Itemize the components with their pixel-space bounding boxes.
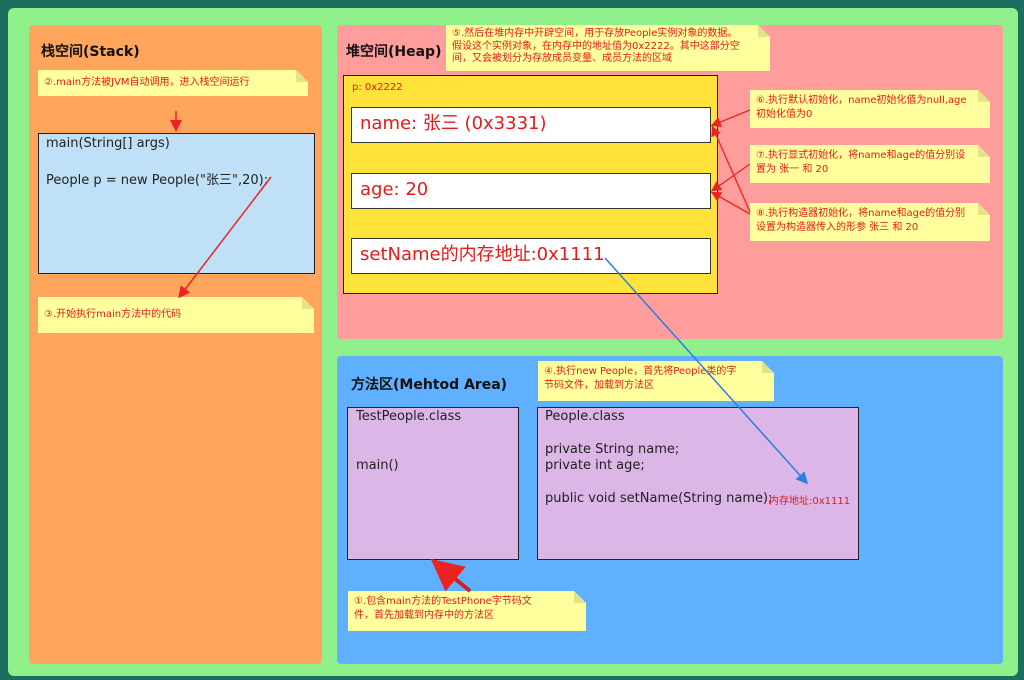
field-setname-address: setName的内存地址:0x1111	[351, 238, 711, 274]
stack-title: 栈空间(Stack)	[41, 44, 140, 60]
note-load-testphone-line-1: ①.包含main方法的TestPhone字节码文	[354, 596, 532, 607]
people-setname-method: public void setName(String name);	[545, 491, 773, 506]
arrow-constructor-to-name	[711, 125, 751, 213]
note-load-testphone-line-2: 件，首先加载到内存中的方法区	[354, 610, 494, 621]
people-method-address: 内存地址:0x1111	[769, 496, 851, 507]
note-constructor-init-line-1: ⑧.执行构造器初始化，将name和age的值分别	[756, 208, 966, 219]
note-explicit-init-line-2: 置为 张一 和 20	[756, 164, 829, 175]
note-main-called: ②.main方法被JVM自动调用，进入栈空间运行	[38, 70, 308, 96]
object-address-label: p: 0x2222	[352, 82, 403, 93]
note-constructor-init: ⑧.执行构造器初始化，将name和age的值分别 设置为构造器传入的形参 张三 …	[750, 203, 990, 241]
note-allocate-line-3: 间，又会被划分为存放成员变量、成员方法的区域	[452, 53, 672, 64]
stack-frame-header: main(String[] args)	[46, 136, 170, 151]
arrow-load-testpeople	[430, 558, 472, 593]
testpeople-main-method: main()	[356, 458, 399, 473]
field-name: name: 张三 (0x3331)	[351, 107, 711, 143]
note-new-people-line-2: 节码文件，加载到方法区	[544, 380, 654, 391]
arrow-code-to-start-exec	[178, 176, 272, 299]
note-start-exec: ③.开始执行main方法中的代码	[38, 297, 314, 333]
testpeople-class-box	[347, 407, 519, 560]
note-new-people-line-1: ④.执行new People，首先将People类的字	[544, 366, 737, 377]
note-explicit-init-line-1: ⑦.执行显式初始化，将name和age的值分别设	[756, 150, 966, 161]
method-area-title: 方法区(Mehtod Area)	[351, 377, 508, 393]
note-explicit-init: ⑦.执行显式初始化，将name和age的值分别设 置为 张一 和 20	[750, 145, 990, 183]
people-field-age: private int age;	[545, 458, 645, 473]
note-constructor-init-line-2: 设置为构造器传入的形参 张三 和 20	[756, 222, 919, 233]
note-allocate-line-2: 假设这个实例对象，在内存中的地址值为0x2222。其中这部分空	[452, 40, 740, 52]
note-new-people: ④.执行new People，首先将People类的字 节码文件，加载到方法区	[538, 361, 774, 401]
heap-title: 堆空间(Heap)	[346, 44, 442, 60]
arrow-explicit-to-age	[710, 163, 751, 192]
note-default-init-line-1: ⑥.执行默认初始化，name初始化值为null,age	[756, 95, 967, 106]
arrow-setname-to-method	[604, 257, 809, 485]
arrow-constructor-to-age	[710, 191, 751, 215]
note-default-init-line-2: 初始化值为0	[756, 109, 813, 120]
note-load-testphone: ①.包含main方法的TestPhone字节码文 件，首先加载到内存中的方法区	[348, 591, 586, 631]
people-class-name: People.class	[545, 409, 625, 424]
note-allocate-line-1: ⑤.然后在堆内存中开辟空间，用于存放People实例对象的数据。	[452, 28, 738, 39]
stack-frame-code: People p = new People("张三",20);	[46, 173, 269, 188]
note-allocate: ⑤.然后在堆内存中开辟空间，用于存放People实例对象的数据。 假设这个实例对…	[446, 25, 770, 71]
field-age: age: 20	[351, 173, 711, 209]
main-stack-frame	[38, 133, 315, 274]
arrow-default-init	[710, 109, 751, 127]
note-default-init: ⑥.执行默认初始化，name初始化值为null,age 初始化值为0	[750, 90, 990, 128]
testpeople-class-name: TestPeople.class	[356, 409, 462, 424]
people-field-name: private String name;	[545, 442, 680, 457]
